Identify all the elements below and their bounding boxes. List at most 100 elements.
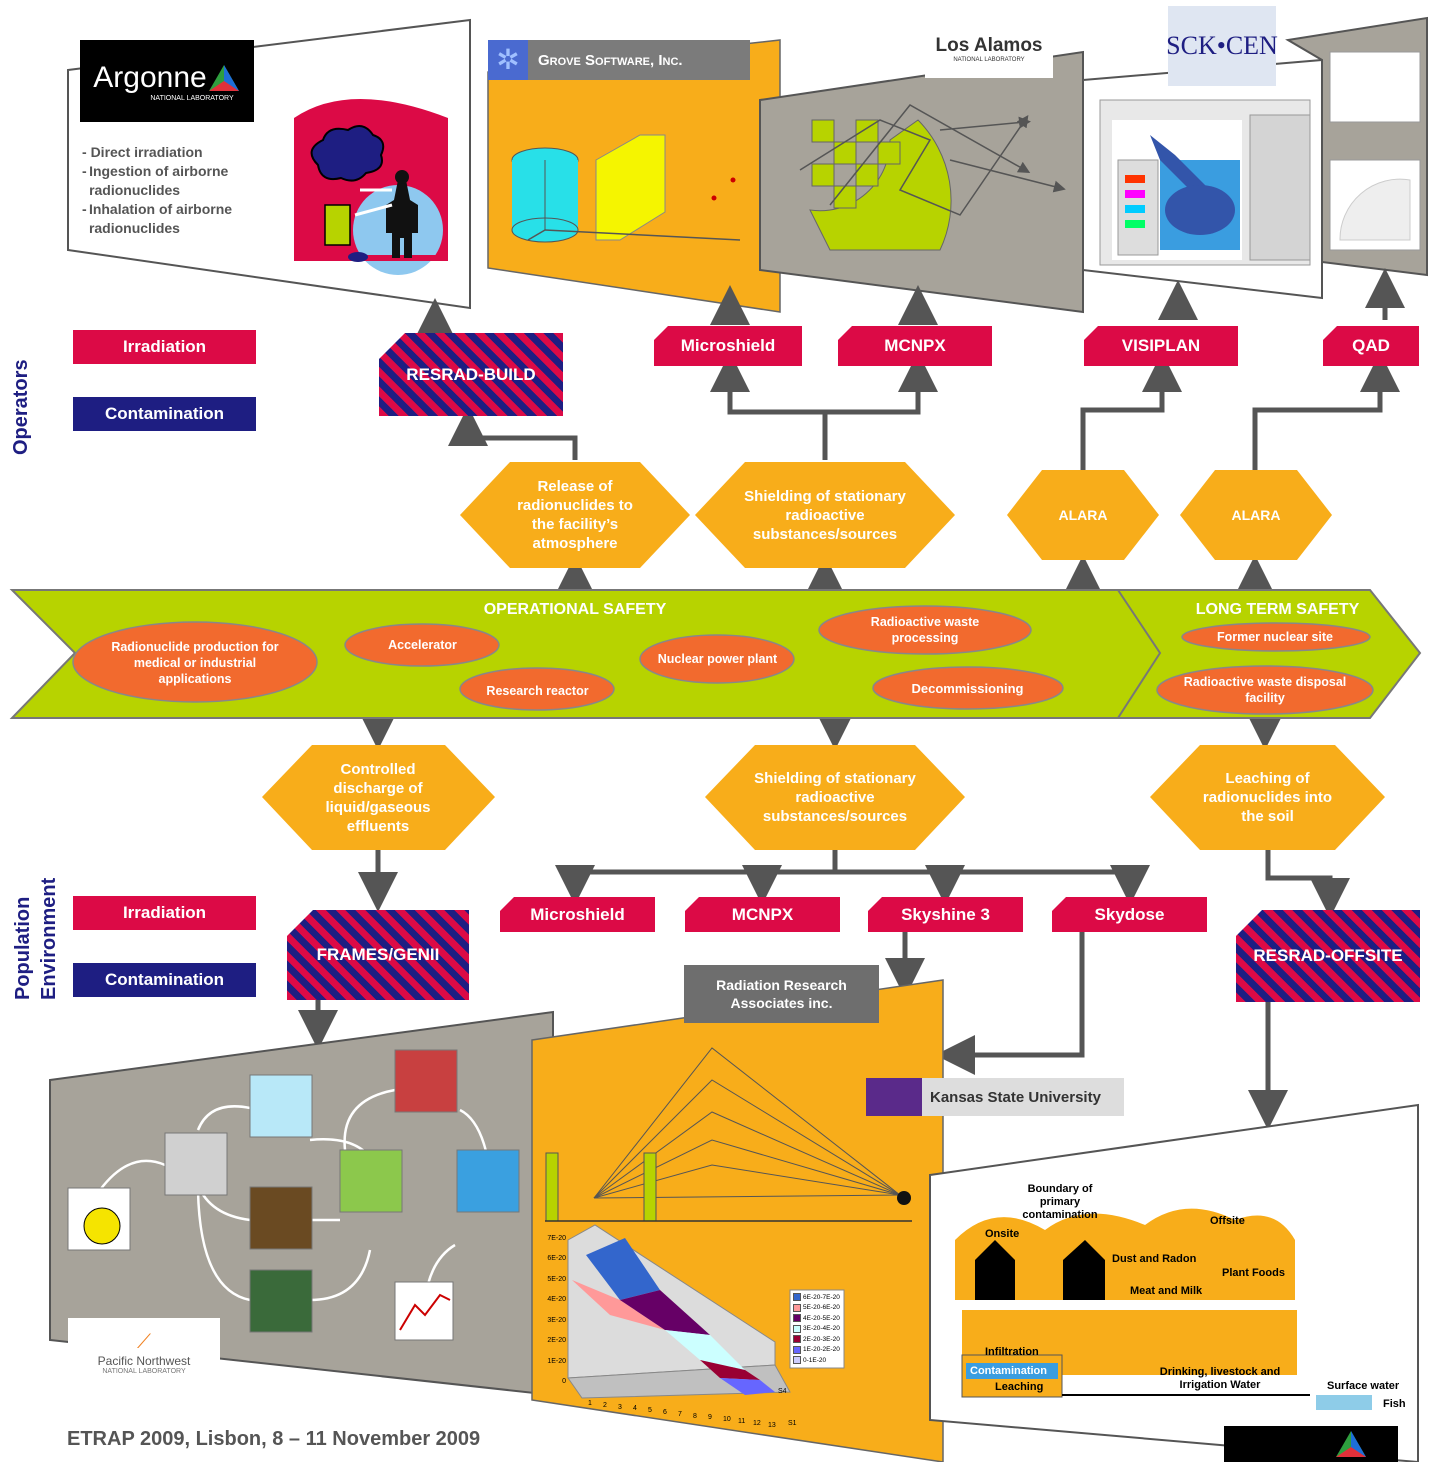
chart-x-tick: 3: [618, 1403, 622, 1411]
chart-x-tick: 4: [633, 1405, 637, 1413]
hex-alara-2-label: ALARA: [1231, 506, 1281, 523]
chart-y-tick: 6E-20: [547, 1255, 566, 1262]
resrad-fish-label: Fish: [1383, 1398, 1406, 1410]
chart-legend-item: 5E-20-6E-20: [793, 1303, 840, 1312]
longterm-safety-title: LONG TERM SAFETY: [1195, 601, 1360, 618]
chart-x-tick: 6: [663, 1409, 667, 1416]
code-microshield-top: Microshield: [654, 326, 802, 366]
chart-y-tick: 5E-20: [547, 1275, 566, 1283]
chart-x-tick: 10: [723, 1416, 731, 1424]
chart-x-tick: 11: [738, 1418, 746, 1425]
hex-leaching-label: Leaching of radionuclides into the soil: [1202, 770, 1333, 825]
resrad-plant-label: Plant Foods: [1222, 1267, 1285, 1279]
pnnl-swoosh-icon: ⟋: [137, 1331, 151, 1353]
chart-legend-label: 2E-20-3E-20: [803, 1335, 840, 1343]
chart-legend-item: 2E-20-3E-20: [793, 1335, 840, 1343]
chart-legend-label: 5E-20-6E-20: [803, 1304, 840, 1311]
chart-legend-swatch: [793, 1303, 801, 1312]
chart-x-tick: 2: [603, 1401, 607, 1409]
hex-shielding-top-label: Shielding of stationary radioactive subs…: [744, 487, 906, 543]
chart-legend-swatch: [793, 1314, 801, 1322]
chart-legend-label: 6E-20-7E-20: [803, 1293, 840, 1301]
hex-discharge: [262, 745, 495, 850]
chart-x-tick: 12: [753, 1419, 761, 1427]
legend-irradiation-top: Irradiation: [73, 330, 256, 364]
ellipse-radionuclide: Radionuclide production for medical or i…: [111, 640, 279, 686]
hex-release-label: Release of radionuclides to the facility…: [517, 478, 633, 552]
chart-x-tick: 13: [768, 1421, 776, 1429]
code-microshield-bottom: Microshield: [500, 897, 655, 932]
chart-legend-swatch: [793, 1356, 801, 1364]
resrad-infiltration-label: Infiltration: [985, 1346, 1039, 1358]
chart-legend-label: 3E-20-4E-20: [803, 1325, 840, 1332]
chart-legend-item: 4E-20-5E-20: [793, 1314, 840, 1322]
chart-legend-swatch: [793, 1324, 801, 1333]
grove-star-icon: ✲: [488, 40, 528, 80]
chart-x-tick: 7: [678, 1410, 682, 1418]
chart-y-tick: 7E-20: [547, 1234, 566, 1242]
hex-alara-1: [1007, 470, 1159, 560]
chart-legend-item: 1E-20-2E-20: [793, 1345, 840, 1354]
hex-shielding-top: [695, 462, 955, 568]
legend-contamination-top: Contamination: [73, 397, 256, 431]
chart-legend-swatch: [793, 1345, 801, 1354]
resrad-boundary-label: Boundary of primary contamination: [1022, 1183, 1098, 1221]
argonne-logo: Argonne NATIONAL LABORATORY: [80, 40, 254, 122]
chart-legend-swatch: [793, 1293, 801, 1301]
environment-label: Environment: [38, 877, 60, 1000]
legend-irradiation-bottom: Irradiation: [73, 896, 256, 930]
grove-logo: ✲ Grove Software, Inc.: [488, 40, 750, 80]
chart-y-tick: 3E-20: [547, 1316, 566, 1324]
pnnl-logo: ⟋ Pacific Northwest NATIONAL LABORATORY: [68, 1318, 220, 1388]
resrad-dust-label: Dust and Radon: [1112, 1253, 1197, 1265]
code-skydose: Skydose: [1052, 897, 1207, 932]
hex-leaching: [1150, 745, 1385, 850]
chart-legend-label: 0-1E-20: [803, 1356, 827, 1364]
chart-x-tick: 8: [693, 1412, 697, 1420]
argonne-list: - Direct irradiation - Ingestion of airb…: [82, 144, 233, 236]
chart-legend-item: 0-1E-20: [793, 1356, 826, 1364]
chart-x-tick: 5: [648, 1407, 652, 1415]
code-skyshine: Skyshine 3: [868, 897, 1023, 932]
footer-text: ETRAP 2009, Lisbon, 8 – 11 November 2009: [67, 1428, 481, 1450]
resrad-drinking-label: Drinking, livestock and Irrigation Water: [1159, 1366, 1281, 1391]
chart-s-tick: S1: [788, 1420, 797, 1427]
resrad-contamination-label: Contamination: [970, 1365, 1047, 1377]
chart-legend-item: 3E-20-4E-20: [793, 1324, 840, 1333]
kansas-logo: Kansas State University: [866, 1078, 1124, 1116]
argonne-triangle-icon: [1336, 1431, 1366, 1457]
ellipse-waste-processing: Radioactive waste processing: [870, 615, 980, 645]
rra-logo: Radiation Research Associates inc.: [684, 965, 879, 1023]
resrad-onsite-label: Onsite: [985, 1228, 1020, 1240]
hex-discharge-label: Controlled discharge of liquid/gaseous e…: [325, 761, 431, 835]
code-qad: QAD: [1323, 326, 1419, 366]
hex-shielding-bottom-label: Shielding of stationary radioactive subs…: [754, 769, 916, 825]
chart-y-tick: 0: [562, 1378, 566, 1385]
code-resrad-build: RESRAD-BUILD: [379, 333, 563, 416]
resrad-leaching-label: Leaching: [995, 1381, 1044, 1393]
population-label: Population: [12, 896, 34, 1000]
losalamos-logo: Los Alamos NATIONAL LABORATORY: [925, 20, 1053, 78]
operators-label: Operators: [10, 359, 32, 455]
surface-chart: [567, 1224, 845, 1399]
chart-y-tick: 4E-20: [547, 1296, 566, 1303]
chart-legend-item: 6E-20-7E-20: [793, 1293, 840, 1301]
code-mcnpx-bottom: MCNPX: [685, 897, 840, 932]
code-visiplan: VISIPLAN: [1084, 326, 1238, 366]
ellipse-disposal: Radioactive waste disposal facility: [1183, 675, 1347, 705]
chart-s-tick: S4: [778, 1388, 787, 1395]
operational-safety-title: OPERATIONAL SAFETY: [483, 601, 667, 618]
code-resrad-offsite: RESRAD-OFFSITE: [1236, 910, 1420, 1002]
chart-x-tick: 1: [588, 1400, 592, 1407]
code-frames-genii: FRAMES/GENII: [287, 910, 469, 1000]
hex-alara-2: [1180, 470, 1332, 560]
resrad-offsite-label: Offsite: [1210, 1215, 1245, 1227]
resrad-meat-label: Meat and Milk: [1130, 1285, 1203, 1297]
chart-x-tick: 9: [708, 1414, 712, 1422]
ellipse-former-site: Former nuclear site: [1216, 630, 1333, 644]
ellipse-decommissioning: Decommissioning: [911, 681, 1024, 696]
chart-y-tick: 2E-20: [547, 1337, 566, 1344]
chart-legend-swatch: [793, 1335, 801, 1343]
resrad-surface-label: Surface water: [1327, 1380, 1400, 1392]
